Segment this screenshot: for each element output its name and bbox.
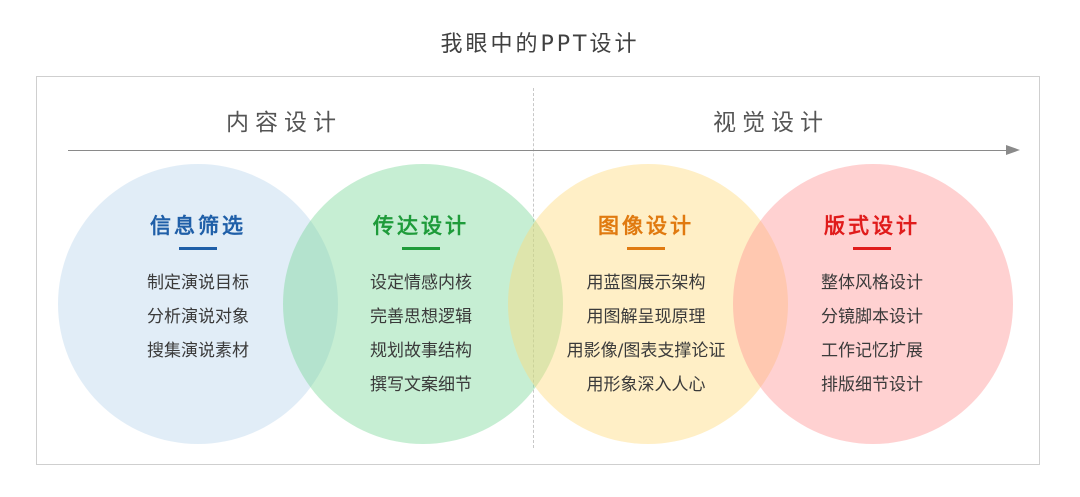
list-item: 规划故事结构 (370, 341, 472, 361)
list-item: 撰写文案细节 (370, 375, 472, 395)
circle-communication-design (283, 164, 563, 444)
section-label-visual-design: 视觉设计 (713, 110, 829, 136)
column-heading: 信息筛选 (150, 214, 246, 238)
list-item: 分镜脚本设计 (821, 307, 923, 327)
list-item: 排版细节设计 (821, 375, 923, 395)
list-item: 设定情感内核 (370, 273, 472, 293)
heading-underline (402, 247, 440, 250)
heading-underline (627, 247, 665, 250)
column-heading: 图像设计 (598, 214, 694, 238)
list-item: 用形象深入人心 (586, 375, 706, 395)
column-image-design: 图像设计 用蓝图展示架构 用图解呈现原理 用影像/图表支撑论证 用形象深入人心 (526, 212, 766, 402)
list-item: 用图解呈现原理 (586, 307, 706, 327)
circle-image-design (508, 164, 788, 444)
list-item: 制定演说目标 (147, 273, 249, 293)
column-heading: 传达设计 (373, 214, 469, 238)
column-heading: 版式设计 (824, 214, 920, 238)
timeline-arrow-line (68, 150, 1010, 151)
diagram-frame (36, 76, 1040, 465)
column-information-filtering: 信息筛选 制定演说目标 分析演说对象 搜集演说素材 (78, 212, 318, 368)
list-item: 搜集演说素材 (147, 341, 249, 361)
list-item: 用影像/图表支撑论证 (566, 341, 726, 361)
heading-underline (853, 247, 891, 250)
diagram-title: 我眼中的PPT设计 (440, 32, 640, 57)
list-item: 分析演说对象 (147, 307, 249, 327)
circle-information-filtering (58, 164, 338, 444)
section-label-content-design: 内容设计 (226, 110, 342, 136)
heading-underline (179, 247, 217, 250)
timeline-arrow-head (1006, 145, 1020, 155)
list-item: 整体风格设计 (821, 273, 923, 293)
list-item: 用蓝图展示架构 (586, 273, 706, 293)
circle-layout-design (733, 164, 1013, 444)
section-divider (533, 88, 534, 448)
list-item: 工作记忆扩展 (821, 341, 923, 361)
list-item: 完善思想逻辑 (370, 307, 472, 327)
column-layout-design: 版式设计 整体风格设计 分镜脚本设计 工作记忆扩展 排版细节设计 (752, 212, 992, 402)
column-communication-design: 传达设计 设定情感内核 完善思想逻辑 规划故事结构 撰写文案细节 (301, 212, 541, 402)
